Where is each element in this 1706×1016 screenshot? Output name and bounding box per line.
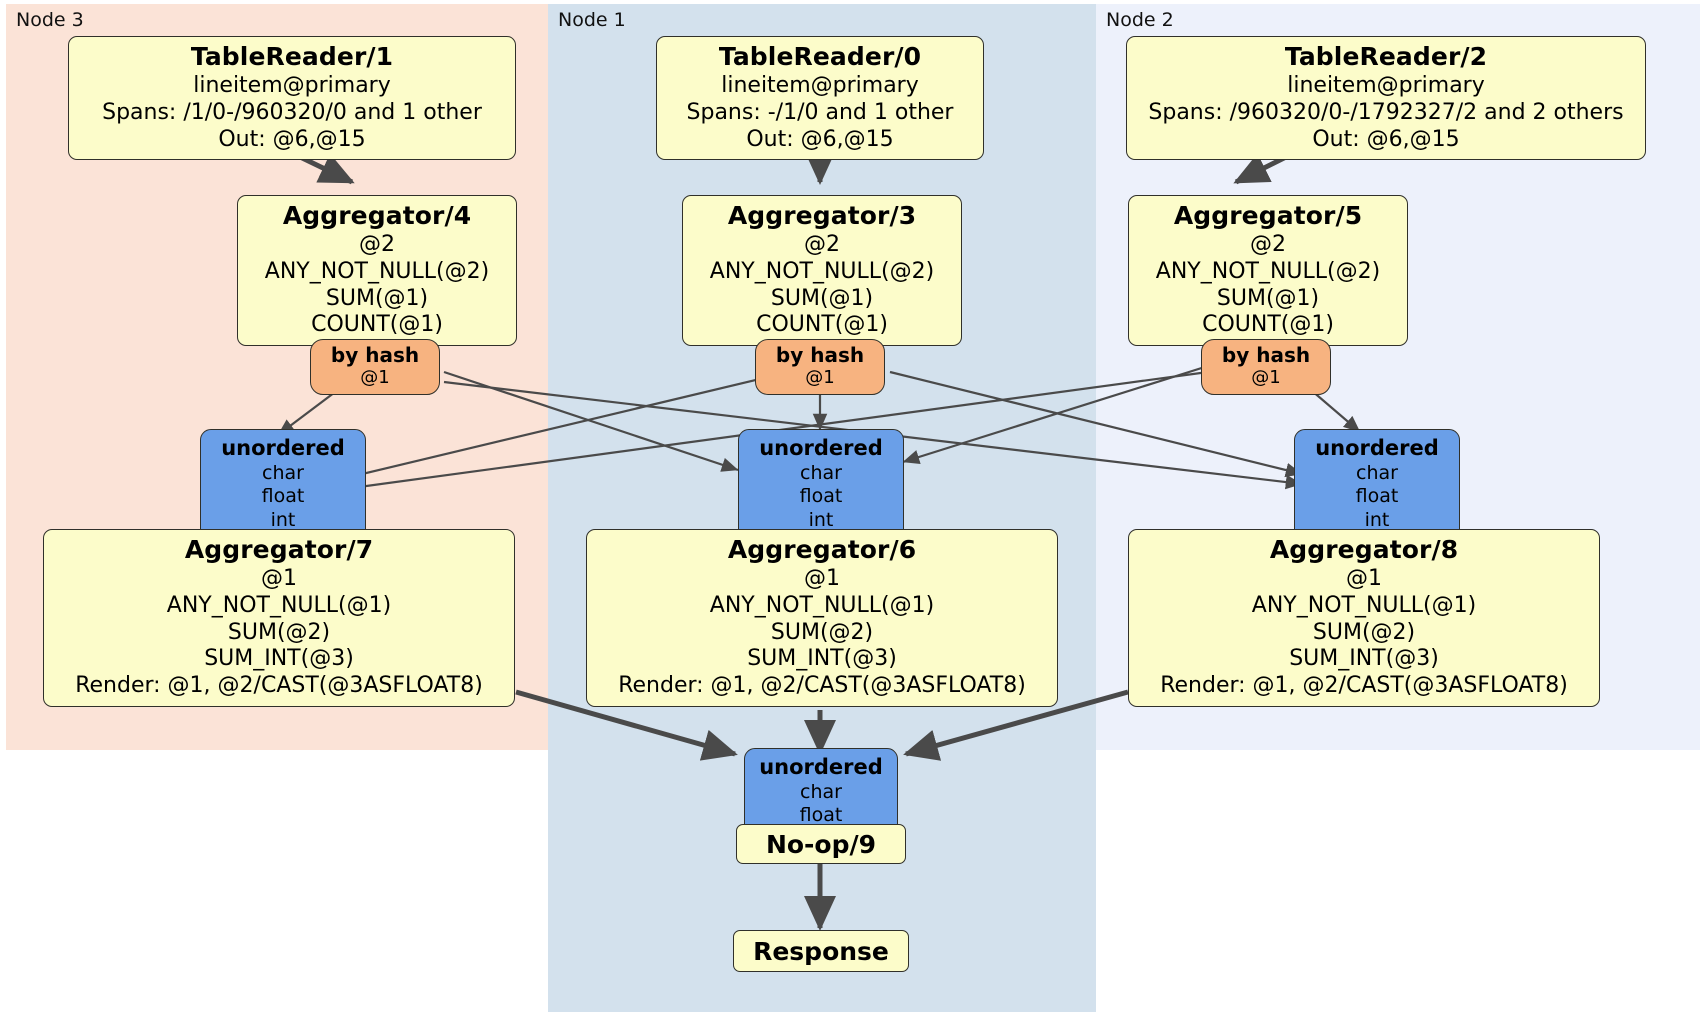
processor-table: lineitem@primary <box>1287 73 1485 98</box>
processor-title: Aggregator/3 <box>727 201 917 230</box>
processor-agg-3: SUM_INT(@3) <box>204 646 354 672</box>
synchronizer-title: unordered <box>759 436 883 460</box>
synchronizer-type-1: char <box>800 462 842 485</box>
synchronizer-type-2: float <box>1355 485 1399 508</box>
processor-agg-3: SUM_INT(@3) <box>1289 646 1439 672</box>
processor-table: lineitem@primary <box>193 73 391 98</box>
processor-tablereader-1[interactable]: TableReader/1 lineitem@primary Spans: /1… <box>68 36 516 161</box>
processor-groupcols: @2 <box>359 232 395 257</box>
router-by-hash-left[interactable]: by hash @1 <box>310 339 440 395</box>
router-col: @1 <box>805 367 835 388</box>
processor-title: No-op/9 <box>765 829 877 859</box>
router-by-hash-right[interactable]: by hash @1 <box>1201 339 1331 395</box>
synchronizer-type-3: int <box>270 508 296 531</box>
router-by-hash-center[interactable]: by hash @1 <box>755 339 885 395</box>
router-col: @1 <box>360 367 390 388</box>
processor-groupcols: @1 <box>1346 566 1382 591</box>
processor-render: Render: @1, @2/CAST(@3ASFLOAT8) <box>75 673 483 699</box>
processor-agg-2: SUM(@1) <box>770 285 874 311</box>
synchronizer-unordered-center[interactable]: unordered char float int <box>738 429 904 540</box>
processor-noop-9[interactable]: No-op/9 <box>736 824 906 864</box>
processor-agg-1: ANY_NOT_NULL(@2) <box>709 258 935 284</box>
node-region-label-node1: Node 1 <box>558 9 626 31</box>
processor-spans: Spans: /960320/0-/1792327/2 and 2 others <box>1148 99 1624 125</box>
processor-agg-2: SUM(@1) <box>1216 285 1320 311</box>
synchronizer-type-3: int <box>808 508 834 531</box>
processor-agg-2: SUM(@2) <box>770 619 874 645</box>
processor-agg-2: SUM(@2) <box>1312 619 1416 645</box>
synchronizer-title: unordered <box>1315 436 1439 460</box>
processor-agg-3: COUNT(@1) <box>756 312 888 338</box>
edge-aggregator-to-final-unordered <box>515 689 1129 761</box>
node-region-label-node3: Node 3 <box>16 9 84 31</box>
processor-render: Render: @1, @2/CAST(@3ASFLOAT8) <box>618 673 1026 699</box>
synchronizer-type-1: char <box>1356 462 1398 485</box>
processor-aggregator-4[interactable]: Aggregator/4 @2 ANY_NOT_NULL(@2) SUM(@1)… <box>237 195 517 347</box>
processor-aggregator-6[interactable]: Aggregator/6 @1 ANY_NOT_NULL(@1) SUM(@2)… <box>586 529 1058 708</box>
processor-agg-1: ANY_NOT_NULL(@2) <box>1155 258 1381 284</box>
processor-title: Aggregator/7 <box>184 535 374 564</box>
processor-out: Out: @6,@15 <box>218 126 366 152</box>
processor-title: Aggregator/5 <box>1173 201 1363 230</box>
processor-aggregator-5[interactable]: Aggregator/5 @2 ANY_NOT_NULL(@2) SUM(@1)… <box>1128 195 1408 347</box>
router-title: by hash <box>330 343 420 367</box>
processor-groupcols: @2 <box>804 232 840 257</box>
processor-response[interactable]: Response <box>733 930 909 972</box>
processor-title: Response <box>753 936 889 966</box>
processor-title: TableReader/2 <box>1284 42 1488 71</box>
edge-hash-center-to-unordered-left <box>336 376 765 484</box>
processor-agg-3: SUM_INT(@3) <box>747 646 897 672</box>
processor-aggregator-3[interactable]: Aggregator/3 @2 ANY_NOT_NULL(@2) SUM(@1)… <box>682 195 962 347</box>
processor-title: Aggregator/6 <box>727 535 917 564</box>
edge-aggregator7-to-final <box>515 689 738 761</box>
router-title: by hash <box>775 343 865 367</box>
synchronizer-type-2: float <box>799 804 843 827</box>
processor-title: TableReader/1 <box>190 42 394 71</box>
processor-out: Out: @6,@15 <box>746 126 894 152</box>
processor-spans: Spans: /1/0-/960320/0 and 1 other <box>102 99 482 125</box>
edge-hash-right-to-unordered-center <box>902 364 1209 465</box>
processor-title: TableReader/0 <box>718 42 922 71</box>
processor-agg-3: COUNT(@1) <box>1202 312 1334 338</box>
node-region-label-node2: Node 2 <box>1106 9 1174 31</box>
router-title: by hash <box>1221 343 1311 367</box>
processor-title: Aggregator/4 <box>282 201 472 230</box>
processor-aggregator-7[interactable]: Aggregator/7 @1 ANY_NOT_NULL(@1) SUM(@2)… <box>43 529 515 708</box>
processor-agg-1: ANY_NOT_NULL(@1) <box>709 592 935 618</box>
processor-groupcols: @2 <box>1250 232 1286 257</box>
processor-title: Aggregator/8 <box>1269 535 1459 564</box>
processor-groupcols: @1 <box>261 566 297 591</box>
processor-out: Out: @6,@15 <box>1312 126 1460 152</box>
synchronizer-unordered-final[interactable]: unordered char float <box>744 748 898 836</box>
processor-agg-1: ANY_NOT_NULL(@1) <box>166 592 392 618</box>
processor-agg-2: SUM(@2) <box>227 619 331 645</box>
edge-hash-center-to-unordered-right <box>889 370 1303 478</box>
processor-spans: Spans: -/1/0 and 1 other <box>686 99 954 125</box>
processor-tablereader-0[interactable]: TableReader/0 lineitem@primary Spans: -/… <box>656 36 984 161</box>
processor-tablereader-2[interactable]: TableReader/2 lineitem@primary Spans: /9… <box>1126 36 1646 161</box>
processor-render: Render: @1, @2/CAST(@3ASFLOAT8) <box>1160 673 1568 699</box>
synchronizer-type-2: float <box>799 485 843 508</box>
processor-agg-3: COUNT(@1) <box>311 312 443 338</box>
synchronizer-type-3: int <box>1364 508 1390 531</box>
synchronizer-unordered-left[interactable]: unordered char float int <box>200 429 366 540</box>
synchronizer-title: unordered <box>221 436 345 460</box>
synchronizer-title: unordered <box>759 755 883 779</box>
processor-groupcols: @1 <box>804 566 840 591</box>
synchronizer-type-1: char <box>262 462 304 485</box>
processor-agg-2: SUM(@1) <box>325 285 429 311</box>
synchronizer-unordered-right[interactable]: unordered char float int <box>1294 429 1460 540</box>
processor-agg-1: ANY_NOT_NULL(@1) <box>1251 592 1477 618</box>
synchronizer-type-2: float <box>261 485 305 508</box>
synchronizer-type-1: char <box>800 781 842 804</box>
processor-agg-1: ANY_NOT_NULL(@2) <box>264 258 490 284</box>
edge-aggregator8-to-final <box>903 689 1129 761</box>
processor-aggregator-8[interactable]: Aggregator/8 @1 ANY_NOT_NULL(@1) SUM(@2)… <box>1128 529 1600 708</box>
processor-table: lineitem@primary <box>721 73 919 98</box>
router-col: @1 <box>1251 367 1281 388</box>
